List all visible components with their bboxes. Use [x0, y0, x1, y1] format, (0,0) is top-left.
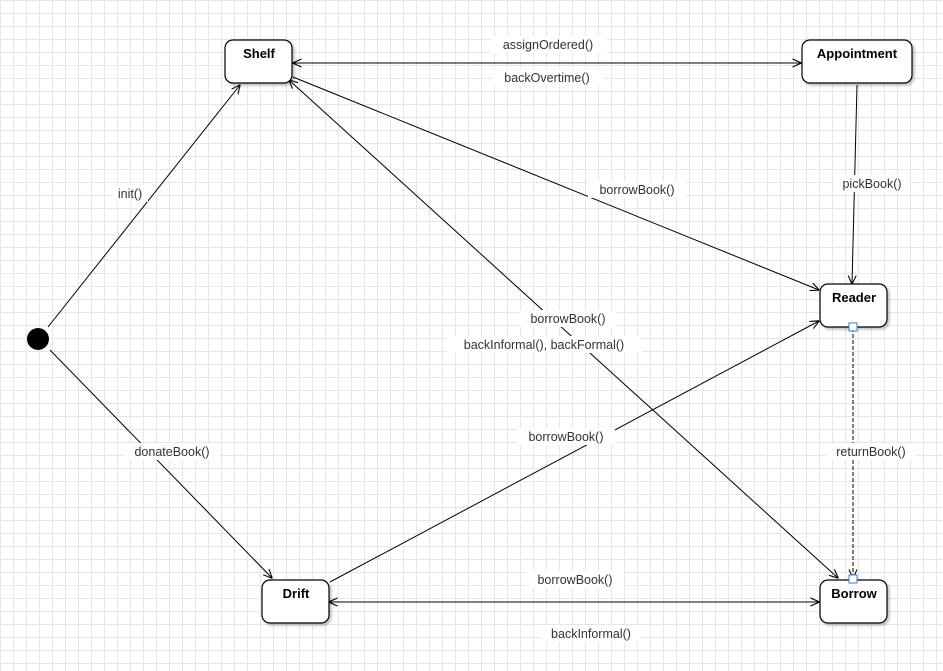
label-back-overtime: backOvertime() — [504, 71, 589, 85]
label-drift-to-borrow: borrowBook() — [537, 573, 612, 587]
label-borrow-to-drift: backInformal() — [551, 627, 631, 641]
initial-state[interactable] — [27, 328, 49, 350]
label-borrow-to-shelf: backInformal(), backFormal() — [464, 338, 624, 352]
edge-start-handle[interactable] — [848, 322, 858, 332]
state-appointment[interactable]: Appointment — [801, 39, 913, 84]
state-borrow-label: Borrow — [831, 586, 877, 601]
label-assign-ordered: assignOrdered() — [503, 38, 593, 52]
edge-end-handle[interactable] — [848, 574, 858, 584]
state-reader-label: Reader — [832, 290, 876, 305]
state-shelf[interactable]: Shelf — [224, 39, 293, 84]
state-drift[interactable]: Drift — [261, 579, 330, 624]
label-shelf-to-borrow: borrowBook() — [530, 312, 605, 326]
label-drift-to-reader: borrowBook() — [528, 430, 603, 444]
state-reader[interactable]: Reader — [819, 283, 888, 328]
label-donate-book: donateBook() — [134, 445, 209, 459]
label-shelf-to-reader: borrowBook() — [599, 183, 674, 197]
state-shelf-label: Shelf — [243, 46, 275, 61]
label-return-book: returnBook() — [836, 445, 905, 459]
transition-shelf-to-reader[interactable] — [292, 76, 819, 290]
state-borrow[interactable]: Borrow — [819, 579, 888, 624]
state-appointment-label: Appointment — [817, 46, 898, 61]
transition-drift-to-reader[interactable] — [329, 321, 819, 583]
label-init: init() — [118, 187, 142, 201]
label-pick-book: pickBook() — [842, 177, 901, 191]
transition-shelf-borrow[interactable] — [289, 80, 838, 578]
state-drift-label: Drift — [283, 586, 310, 601]
transition-donate-book[interactable] — [49, 349, 272, 578]
transition-init[interactable] — [47, 85, 240, 328]
